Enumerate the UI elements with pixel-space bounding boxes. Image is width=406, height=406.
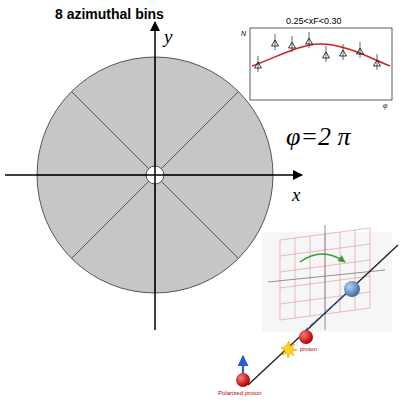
collision-illustration — [236, 225, 398, 387]
y-axis — [154, 22, 156, 330]
plot-axis-label: φ — [383, 101, 387, 110]
particle-label: proton — [300, 346, 317, 352]
formula: φ=2 π — [286, 122, 350, 152]
title: 8 azimuthal bins — [55, 6, 164, 22]
axis-label: y — [164, 26, 172, 48]
axis-label: x — [292, 184, 300, 206]
particle-label: Polarized proton — [218, 390, 262, 396]
plot-title: 0.25<xF<0.30 — [286, 16, 342, 26]
x-axis — [5, 174, 302, 176]
inset-plot — [250, 28, 392, 100]
plot-axis-label: N — [241, 30, 246, 37]
